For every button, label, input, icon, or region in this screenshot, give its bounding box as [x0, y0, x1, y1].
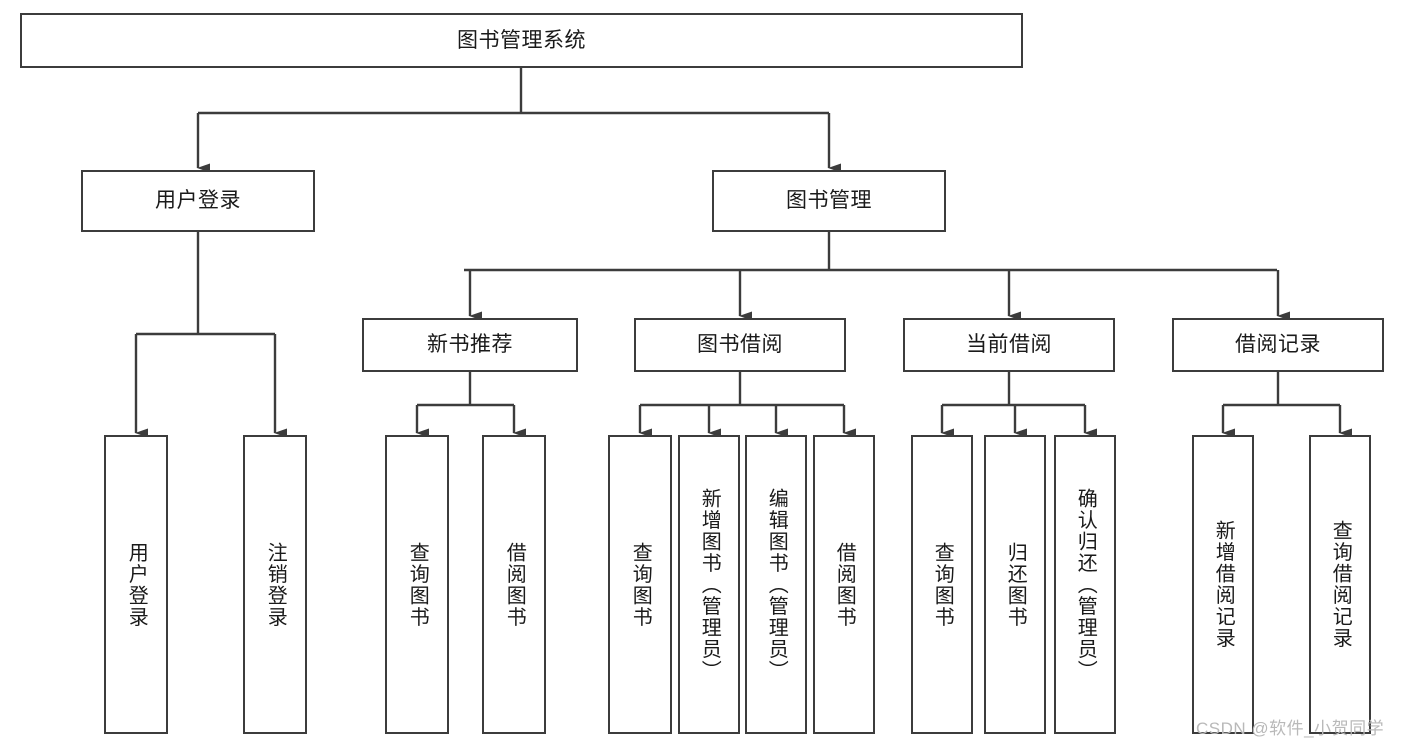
node-leaf-add-borrow-record[interactable]: 新增借阅记录 — [1192, 435, 1254, 734]
node-label-leaf-user-login: 用户登录 — [125, 541, 148, 628]
node-label-borrow-record: 借阅记录 — [1235, 333, 1321, 357]
node-book-manage[interactable]: 图书管理 — [712, 170, 946, 232]
node-label-leaf-borrow-book: 借阅图书 — [833, 541, 856, 628]
node-borrow-record[interactable]: 借阅记录 — [1172, 318, 1384, 372]
node-leaf-add-book[interactable]: 新增图书（管理员） — [678, 435, 740, 734]
node-label-user-login: 用户登录 — [155, 189, 241, 213]
node-label-leaf-edit-book: 编辑图书（管理员） — [765, 487, 788, 682]
node-label-book-manage: 图书管理 — [786, 189, 872, 213]
node-label-new-book-recommend: 新书推荐 — [427, 333, 513, 357]
node-leaf-query-book-borrow[interactable]: 查询图书 — [608, 435, 672, 734]
node-leaf-query-book-recommend[interactable]: 查询图书 — [385, 435, 449, 734]
node-leaf-return-book[interactable]: 归还图书 — [984, 435, 1046, 734]
node-user-login[interactable]: 用户登录 — [81, 170, 315, 232]
node-label-leaf-logout: 注销登录 — [264, 541, 287, 628]
node-leaf-borrow-book[interactable]: 借阅图书 — [813, 435, 875, 734]
connector-lines — [134, 68, 1352, 438]
node-label-leaf-return-book: 归还图书 — [1004, 541, 1027, 628]
node-label-leaf-add-borrow-record: 新增借阅记录 — [1212, 520, 1235, 649]
node-label-leaf-query-book-recommend: 查询图书 — [406, 541, 429, 628]
node-label-leaf-borrow-book-recommend: 借阅图书 — [503, 541, 526, 628]
node-leaf-user-login[interactable]: 用户登录 — [104, 435, 168, 734]
node-label-leaf-query-book-current: 查询图书 — [931, 541, 954, 628]
node-label-leaf-add-book: 新增图书（管理员） — [698, 487, 721, 682]
node-root[interactable]: 图书管理系统 — [20, 13, 1023, 68]
node-label-leaf-confirm-return: 确认归还（管理员） — [1074, 487, 1097, 682]
node-label-leaf-query-book-borrow: 查询图书 — [629, 541, 652, 628]
node-label-leaf-query-borrow-record: 查询借阅记录 — [1329, 520, 1352, 649]
node-label-root: 图书管理系统 — [457, 28, 586, 52]
node-leaf-logout[interactable]: 注销登录 — [243, 435, 307, 734]
node-book-borrow[interactable]: 图书借阅 — [634, 318, 846, 372]
node-label-current-borrow: 当前借阅 — [966, 333, 1052, 357]
node-current-borrow[interactable]: 当前借阅 — [903, 318, 1115, 372]
node-leaf-borrow-book-recommend[interactable]: 借阅图书 — [482, 435, 546, 734]
node-leaf-confirm-return[interactable]: 确认归还（管理员） — [1054, 435, 1116, 734]
node-new-book-recommend[interactable]: 新书推荐 — [362, 318, 578, 372]
node-leaf-query-borrow-record[interactable]: 查询借阅记录 — [1309, 435, 1371, 734]
node-label-book-borrow: 图书借阅 — [697, 333, 783, 357]
node-leaf-query-book-current[interactable]: 查询图书 — [911, 435, 973, 734]
node-leaf-edit-book[interactable]: 编辑图书（管理员） — [745, 435, 807, 734]
